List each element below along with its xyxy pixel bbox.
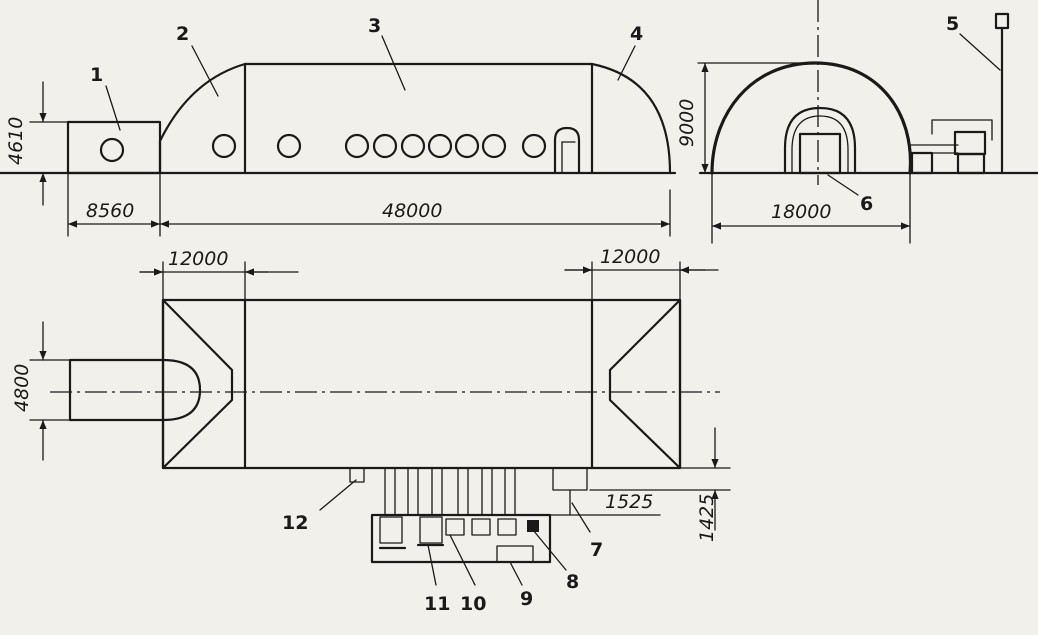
dim-label-12000-left: 12000	[168, 248, 228, 270]
entrance-door	[798, 132, 842, 175]
dim-label-18000: 18000	[771, 201, 831, 223]
callout-5: 5	[946, 13, 959, 35]
dim-label-4610: 4610	[5, 117, 27, 165]
callout-9: 9	[520, 588, 533, 610]
entrance-arch-inner	[791, 115, 849, 174]
side-elevation: 4610 8560 48000	[0, 62, 677, 237]
porthole	[276, 133, 302, 159]
porthole	[211, 133, 237, 159]
leader-line	[319, 479, 357, 511]
dim-label-8560: 8560	[86, 200, 134, 222]
equipment-unit	[419, 516, 443, 544]
porthole	[427, 133, 453, 159]
vestibule-window	[99, 137, 125, 163]
leader-line	[449, 534, 476, 586]
heater-base	[956, 152, 986, 175]
equipment-unit	[471, 518, 491, 536]
porthole	[521, 133, 547, 159]
porthole	[481, 133, 507, 159]
ventilation-unit	[909, 119, 993, 175]
callout-7: 7	[590, 539, 603, 561]
callout-10: 10	[460, 593, 486, 615]
equipment-frame	[370, 513, 552, 564]
porthole-windows	[211, 133, 547, 159]
heater-box	[953, 130, 987, 156]
unit-frame	[931, 119, 993, 141]
leader-line	[532, 529, 567, 571]
callout-12: 12	[282, 512, 308, 534]
leader-line	[381, 35, 406, 91]
leader-line	[827, 174, 859, 196]
leader-line	[959, 33, 1001, 71]
dim-label-1525: 1525	[605, 491, 653, 513]
equipment-unit	[497, 518, 517, 536]
control-box	[527, 520, 539, 532]
leader-line	[427, 544, 437, 586]
end-elevation: 9000 18000	[676, 0, 1038, 244]
dim-label-1425: 1425	[696, 494, 718, 542]
entrance-airlock	[161, 358, 202, 422]
dim-label-12000-right: 12000	[600, 246, 660, 268]
end-dome-left	[158, 62, 247, 175]
dim-label-48000: 48000	[382, 200, 442, 222]
equipment-unit	[379, 516, 403, 544]
callout-1: 1	[90, 64, 103, 86]
leader-line	[191, 45, 219, 97]
callout-2: 2	[176, 23, 189, 45]
duct-box	[552, 467, 588, 491]
porthole	[344, 133, 370, 159]
entrance-corridor	[68, 358, 165, 422]
porthole	[454, 133, 480, 159]
end-dome-right	[590, 62, 672, 175]
plan-outline	[161, 298, 682, 470]
dome-profile	[710, 61, 913, 175]
leader-line	[617, 45, 636, 81]
leader-line	[509, 561, 523, 586]
porthole	[400, 133, 426, 159]
porthole	[372, 133, 398, 159]
equipment-group	[370, 513, 552, 564]
leader-line	[105, 85, 121, 131]
plan-view: 12000 12000 4800 1425 1525	[11, 246, 731, 564]
entrance-vestibule	[66, 120, 162, 175]
fan-housing	[910, 151, 934, 175]
callout-6: 6	[860, 193, 873, 215]
equipment-unit	[496, 545, 534, 563]
dim-label-4800: 4800	[11, 364, 33, 412]
right-end-taper	[608, 298, 682, 470]
entrance-arch-outer	[783, 106, 857, 175]
dim-label-9000: 9000	[676, 99, 698, 147]
leader-line	[571, 502, 591, 533]
callout-4: 4	[630, 23, 643, 45]
lamp-head	[994, 12, 1010, 30]
side-door-arch	[553, 126, 581, 175]
left-end-taper	[161, 298, 234, 470]
duct-outlet	[349, 467, 365, 483]
service-ducts	[349, 467, 588, 516]
equipment-unit	[445, 518, 465, 536]
callout-11: 11	[424, 593, 450, 615]
callout-8: 8	[566, 571, 579, 593]
lamp-post	[994, 12, 1010, 175]
callouts: 1 2 3 4 5 6 7 8 9 10 11 12	[90, 13, 1001, 615]
callout-3: 3	[368, 15, 381, 37]
